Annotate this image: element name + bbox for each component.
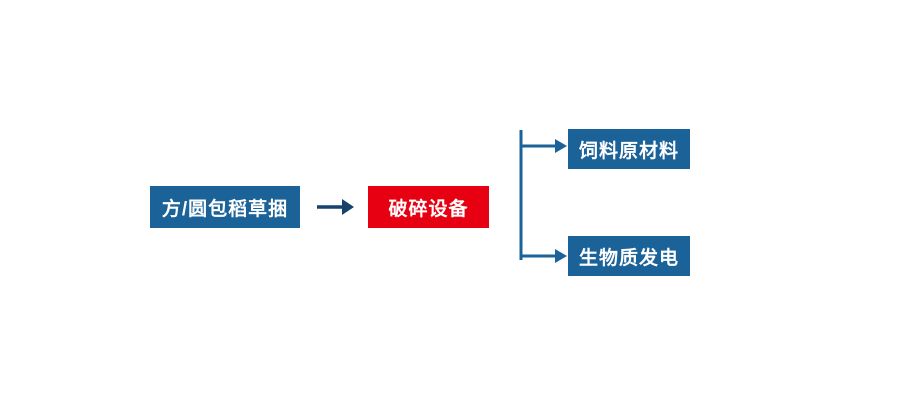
- output-node-power: 生物质发电: [568, 236, 690, 276]
- source-node-label: 方/圆包稻草捆: [161, 198, 289, 220]
- output-node-feed: 饲料原材料: [568, 129, 690, 169]
- output-node-feed-label: 饲料原材料: [578, 140, 679, 162]
- branch-arrow-top-icon: [521, 139, 567, 153]
- flow-arrow-head: [342, 199, 354, 215]
- flow-arrow-icon: [317, 199, 354, 215]
- process-node-label: 破碎设备: [388, 198, 469, 220]
- output-node-power-label: 生物质发电: [578, 247, 679, 269]
- process-node: 破碎设备: [368, 186, 489, 228]
- source-node: 方/圆包稻草捆: [150, 186, 300, 228]
- branch-connector: [519, 130, 567, 263]
- branch-arrow-bottom-icon: [521, 249, 567, 263]
